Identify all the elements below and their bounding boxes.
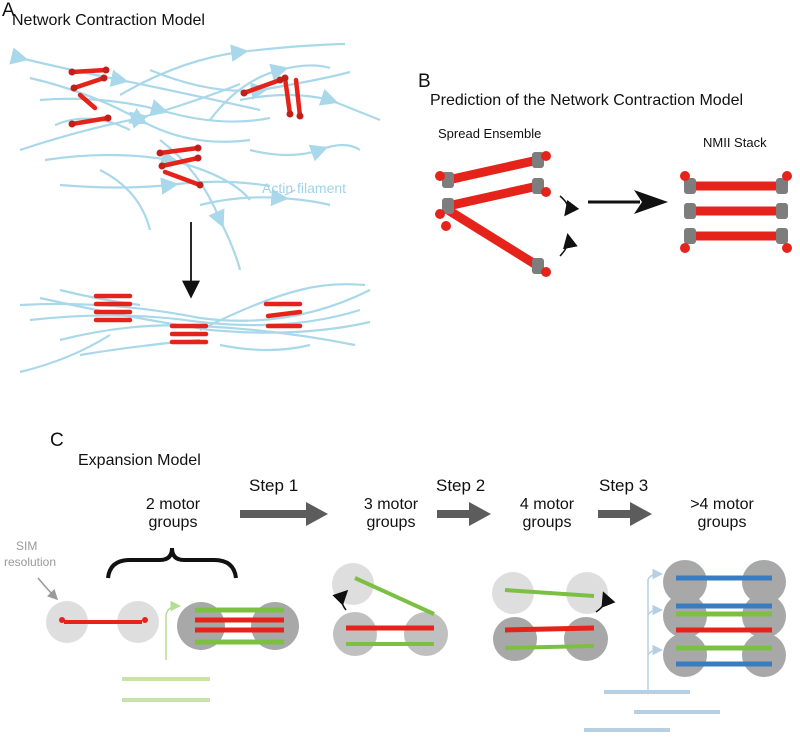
group-label-2: 2 motor groups	[128, 496, 218, 533]
stage-two-groups	[122, 600, 299, 702]
group-label-3-line2: groups	[366, 514, 416, 532]
step-arrows	[240, 502, 652, 526]
group-label-4-line1: 4 motor	[519, 496, 575, 513]
panel-b-title: Prediction of the Network Contraction Mo…	[430, 92, 744, 109]
group-label-4: 4 motor groups	[502, 496, 592, 533]
stage-single-minifilament	[46, 601, 159, 643]
step-3-label: Step 3	[599, 476, 649, 495]
prediction-arrow-head	[634, 190, 668, 214]
sim-label-line1: SIM	[16, 539, 38, 553]
stage-three-groups	[332, 563, 448, 656]
group-label-many: >4 motor groups	[672, 496, 772, 533]
group-label-many-line2: groups	[697, 514, 747, 532]
sim-leader	[37, 577, 59, 601]
stage-many-groups	[584, 560, 786, 732]
group-label-many-line1: >4 motor	[690, 496, 754, 513]
myosin-minifilaments-top	[69, 67, 303, 188]
panel-letter-b: B	[418, 71, 431, 92]
nmii-stack-label: NMII Stack	[703, 135, 767, 150]
step-2-label: Step 2	[436, 476, 486, 495]
panel-c-title: Expansion Model	[78, 452, 201, 469]
group-label-2-line2: groups	[148, 514, 198, 532]
panel-a-title: Network Contraction Model	[12, 12, 205, 29]
actin-label-leader	[284, 189, 296, 196]
brace	[106, 547, 238, 579]
spread-ensemble	[435, 151, 580, 277]
spread-ensemble-label: Spread Ensemble	[438, 126, 542, 141]
group-label-3: 3 motor groups	[346, 496, 436, 533]
actin-filament-label: Actin filament	[262, 180, 347, 196]
panel-letter-c: C	[50, 430, 64, 451]
group-label-3-line1: 3 motor	[363, 496, 419, 513]
group-label-2-line1: 2 motor	[145, 496, 201, 513]
step-1-label: Step 1	[249, 476, 299, 495]
actin-network-top	[9, 42, 381, 271]
stage-four-groups	[492, 572, 616, 661]
myosin-stacks-bottom	[93, 293, 303, 345]
myosin-heads-top	[68, 66, 304, 189]
sim-label-line2: resolution	[4, 555, 57, 569]
panel-letter-a: A	[2, 0, 15, 21]
group-label-4-line2: groups	[522, 514, 572, 532]
nmii-stack	[680, 171, 792, 253]
